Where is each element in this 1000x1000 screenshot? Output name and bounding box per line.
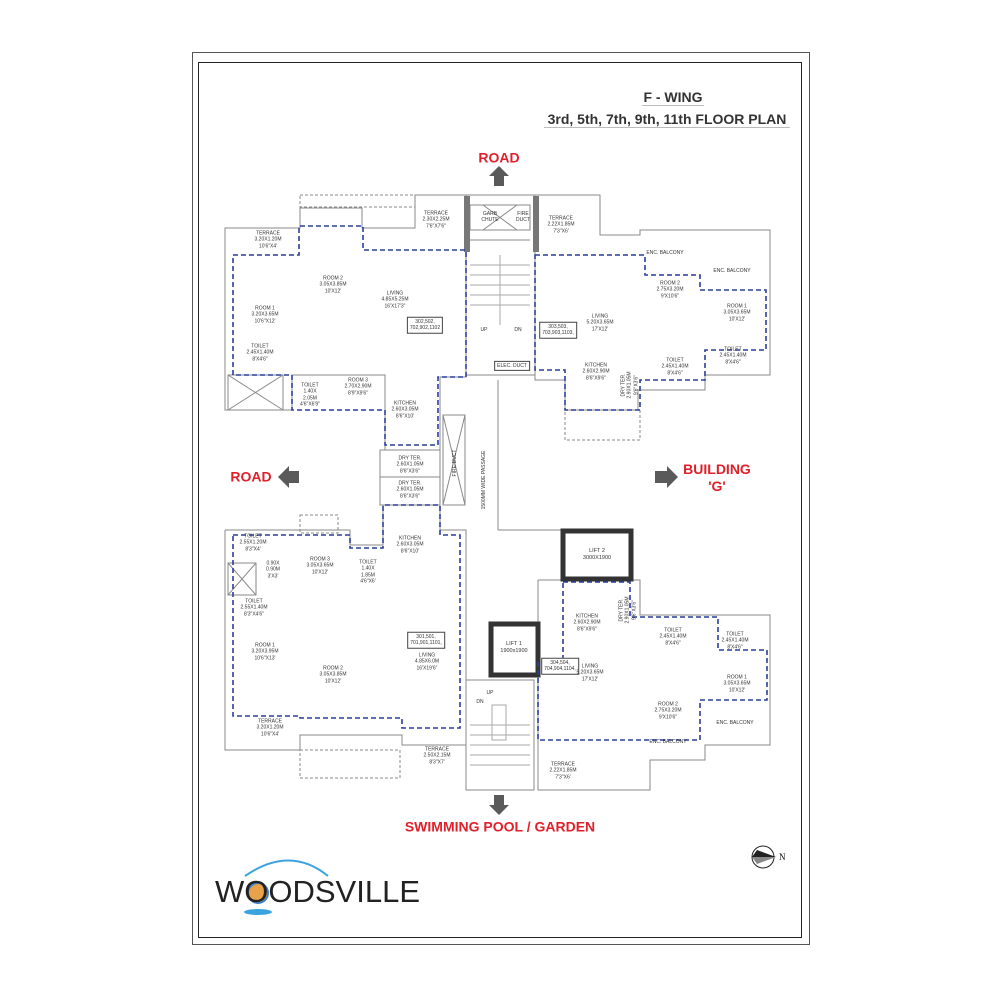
lift-1-shaft [488, 621, 541, 678]
room-label: TERRACE 3.20X1.20M 10'6"X4' [256, 718, 284, 738]
dry-terrace-2-label: DRY TER. 2.60X1.05M 8'6"X3'6" [396, 480, 424, 500]
compass-north-label: N [779, 852, 786, 862]
north-compass-icon [751, 845, 776, 869]
room-label: TOILET 2.45X1.40M 8'X4'6" [659, 627, 687, 647]
lift-2-label: LIFT 2 3000X1900 [582, 548, 612, 561]
room-label: ROOM 1 3.05X3.65M 10'X12' [723, 674, 751, 694]
unit-302-outline [232, 225, 467, 446]
sheet-border-outer [192, 52, 810, 945]
room-label: ROOM 1 3.20X3.95M 10'6"X13' [251, 642, 279, 662]
arrow-left-road [278, 466, 299, 488]
room-label: TOILET 2.45X1.40M 8'X4'6" [661, 357, 689, 377]
garb-chute-label: GARB CHUTE [481, 210, 499, 223]
room-label: ROOM 2 3.05X3.85M 10'X12' [319, 275, 347, 295]
unit-301-outline [232, 504, 461, 729]
room-label: 0.90X 0.90M 3'X3' [266, 560, 280, 580]
woodsville-logo: WOODSVILLE [215, 858, 420, 928]
direction-road-left: ROAD [230, 468, 272, 485]
room-label: TOILET 2.55X1.40M 8'3"X4'6" [240, 598, 268, 618]
direction-swimming-pool-garden: SWIMMING POOL / GARDEN [404, 818, 596, 835]
room-label: ROOM 3 2.70X2.90M 8'9"X9'6" [344, 377, 372, 397]
elec-duct-label: ELEC. DUCT [494, 360, 530, 372]
room-label: KITCHEN 2.60X2.90M 8'6"X9'6" [582, 362, 610, 382]
logo-arc [244, 859, 329, 877]
unit-301-numbers: 301,501, 701,901,1101, [407, 631, 445, 649]
room-label: ENC. BALCONY [713, 267, 751, 274]
room-label: TOILET 1.40X 1.85M 4'6"X6' [359, 559, 377, 585]
arrow-down-garden [489, 795, 509, 815]
unit-304-outline [537, 581, 768, 741]
direction-building-g: BUILDING 'G' [683, 461, 751, 494]
hatched-wall-right [533, 196, 539, 252]
lift-1-label: LIFT 1 1900x1900 [500, 641, 528, 654]
room-label: KITCHEN 2.60X3.05M 8'6"X10' [391, 400, 419, 420]
room-label: ROOM 1 3.20X3.65M 10'6"X12' [251, 305, 279, 325]
hatched-wall-left [464, 196, 470, 252]
stair-up-top-label: UP [480, 326, 488, 333]
room-label: TERRACE 2.50X2.15M 8'3"X7' [423, 746, 451, 766]
stair-up-bottom-label: UP [486, 689, 494, 696]
room-label: TOILET 2.55X1.20M 8'3"X4' [239, 533, 267, 553]
room-label: ENC. BALCONY [649, 738, 687, 745]
room-label: TERRACE 2.22X1.85M 7'3"X6' [549, 761, 577, 781]
room-label: LIVING 5.20X3.65M 17'X12' [586, 313, 614, 333]
room-label: ENC. BALCONY [716, 719, 754, 726]
room-label: KITCHEN 2.60X3.05M 8'6"X10' [396, 535, 424, 555]
room-label: TOILET 1.40X 2.05M 4'6"X6'9" [300, 382, 320, 408]
lift-2-shaft [560, 528, 634, 582]
logo-text: WOODSVILLE [215, 874, 420, 909]
room-label: LIVING 4.85X5.25M 16'X17'3" [381, 290, 409, 310]
logo-globe-icon [247, 882, 269, 904]
stair-dn-top-label: DN [514, 326, 522, 333]
room-label: TERRACE 3.20X1.20M 10'6"X4' [254, 230, 282, 250]
unit-outlines [232, 225, 768, 741]
fire-duct-top-label: FIRE DUCT [516, 210, 530, 223]
room-label: ROOM 2 3.05X3.85M 10'X12' [319, 665, 347, 685]
room-label: KITCHEN 2.60X2.90M 8'6"X9'6" [573, 613, 601, 633]
unit-303-numbers: 303,503, 703,903,1103, [539, 321, 577, 339]
unit-303-outline [534, 254, 767, 411]
stair-dn-bottom-label: DN [476, 698, 484, 705]
sheet-border-inner [198, 62, 802, 938]
room-label: ROOM 2 2.75X3.20M 9'X10'6" [656, 280, 684, 300]
room-label: TOILET 2.45X1.40M 8'X4'6" [721, 631, 749, 651]
room-label: TOILET 2.45X1.40M 8'X4'6" [246, 343, 274, 363]
room-label: ROOM 1 3.05X3.65M 10'X12' [723, 303, 751, 323]
room-label: TERRACE 2.22X1.85M 7'3"X6' [547, 215, 575, 235]
passage-label: 1500MM WIDE PASSAGE [480, 450, 487, 510]
room-label: ROOM 3 3.05X3.65M 10'X12' [306, 556, 334, 576]
arrow-right-building [655, 466, 678, 488]
room-label: DRY TER. 2.90X1.05M 9'6"X3'6" [620, 371, 640, 399]
room-label: TERRACE 2.30X2.25M 7'6"X7'6" [422, 210, 450, 230]
direction-road-top: ROAD [478, 149, 520, 166]
room-label: ROOM 2 2.75X3.20M 9'X10'6" [654, 701, 682, 721]
dry-terrace-1-label: DRY TER. 2.60X1.05M 8'6"X3'6" [396, 455, 424, 475]
floor-plan-title: 3rd, 5th, 7th, 9th, 11th FLOOR PLAN [544, 111, 790, 129]
room-label: ENC. BALCONY [646, 249, 684, 256]
room-label: LIVING 5.20X3.65M 17'X12' [576, 663, 604, 683]
arrow-up-road [489, 166, 509, 186]
room-label: DRY TER. 2.90X1.05M 9'6"X3'6" [618, 596, 638, 624]
unit-304-numbers: 304,504, 704,904,1104, [541, 657, 579, 675]
unit-302-numbers: 302,502, 702,902,1102 [406, 316, 444, 334]
wing-title: F - WING [642, 89, 704, 107]
room-label: TOILET 2.45X1.40M 8'X4'6" [719, 346, 747, 366]
logo-shadow [244, 909, 272, 915]
room-label: LIVING 4.85X6.0M 16'X19'6" [414, 652, 440, 672]
fire-duct-mid-label: FIRE-DUCT [451, 449, 458, 477]
